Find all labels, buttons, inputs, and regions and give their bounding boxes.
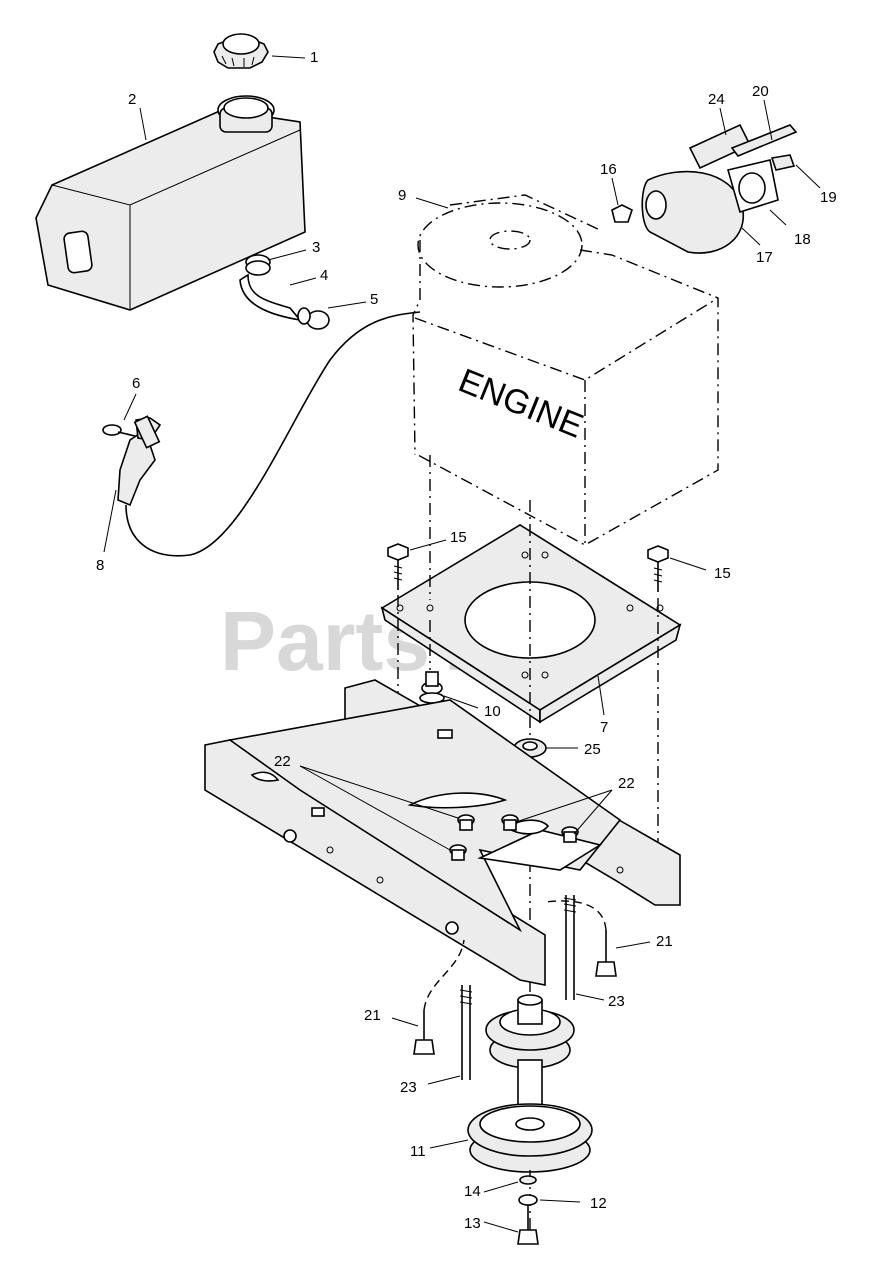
callout-9: 9 xyxy=(398,187,406,204)
mower-frame[interactable] xyxy=(204,679,681,986)
callout-6: 6 xyxy=(132,375,140,392)
frame-bolt-right[interactable] xyxy=(544,900,617,977)
callout-12: 12 xyxy=(590,1195,607,1212)
callout-16: 16 xyxy=(600,161,617,178)
callout-25: 25 xyxy=(584,741,601,758)
fuel-cap[interactable] xyxy=(213,33,269,69)
callout-15-left: 15 xyxy=(450,529,467,546)
engine-label: ENGINE xyxy=(453,362,588,446)
engine[interactable]: ENGINE xyxy=(412,194,719,546)
callout-5: 5 xyxy=(370,291,378,308)
lower-pulley[interactable] xyxy=(467,1103,593,1173)
air-cleaner-assembly[interactable] xyxy=(611,123,798,254)
frame-nut-2[interactable] xyxy=(449,844,467,861)
callout-15-right: 15 xyxy=(714,565,731,582)
callout-21-right: 21 xyxy=(656,933,673,950)
washer[interactable] xyxy=(519,1175,537,1185)
callout-22-right: 22 xyxy=(618,775,635,792)
frame-stud-right[interactable] xyxy=(563,895,577,1000)
frame-nut-4[interactable] xyxy=(561,826,579,843)
hose-clamp-lower[interactable] xyxy=(297,307,330,330)
engine-bolt[interactable] xyxy=(419,671,445,704)
fuel-tank[interactable] xyxy=(35,95,306,311)
frame-stud-left[interactable] xyxy=(459,985,473,1080)
callout-10: 10 xyxy=(484,703,501,720)
frame-nut-1[interactable] xyxy=(457,814,475,831)
mount-bolt-left[interactable] xyxy=(387,543,409,590)
lock-washer[interactable] xyxy=(518,1194,538,1206)
callout-4: 4 xyxy=(320,267,328,284)
fuel-line[interactable] xyxy=(239,273,302,322)
callout-2: 2 xyxy=(128,91,136,108)
callout-22-left: 22 xyxy=(274,753,291,770)
callout-1: 1 xyxy=(310,49,318,66)
hose-clamp-upper[interactable] xyxy=(245,254,271,276)
callout-21-left: 21 xyxy=(364,1007,381,1024)
callout-17: 17 xyxy=(756,249,773,266)
callout-11: 11 xyxy=(410,1143,426,1160)
callout-24: 24 xyxy=(708,91,725,108)
mount-bolt-right[interactable] xyxy=(647,545,669,592)
callout-23-left: 23 xyxy=(400,1079,417,1096)
callout-23-right: 23 xyxy=(608,993,625,1010)
callout-20: 20 xyxy=(752,83,769,100)
callout-13: 13 xyxy=(464,1215,481,1232)
frame-bolt-left[interactable] xyxy=(413,939,465,1055)
throttle-control[interactable] xyxy=(102,311,421,557)
frame-nut-3[interactable] xyxy=(501,814,519,831)
callout-3: 3 xyxy=(312,239,320,256)
callout-7: 7 xyxy=(600,719,608,736)
callout-19: 19 xyxy=(820,189,837,206)
pulley-bolt[interactable] xyxy=(517,1205,539,1245)
engine-mount-plate[interactable] xyxy=(380,524,682,724)
callout-8: 8 xyxy=(96,557,104,574)
callout-14: 14 xyxy=(464,1183,481,1200)
callout-18: 18 xyxy=(794,231,811,248)
